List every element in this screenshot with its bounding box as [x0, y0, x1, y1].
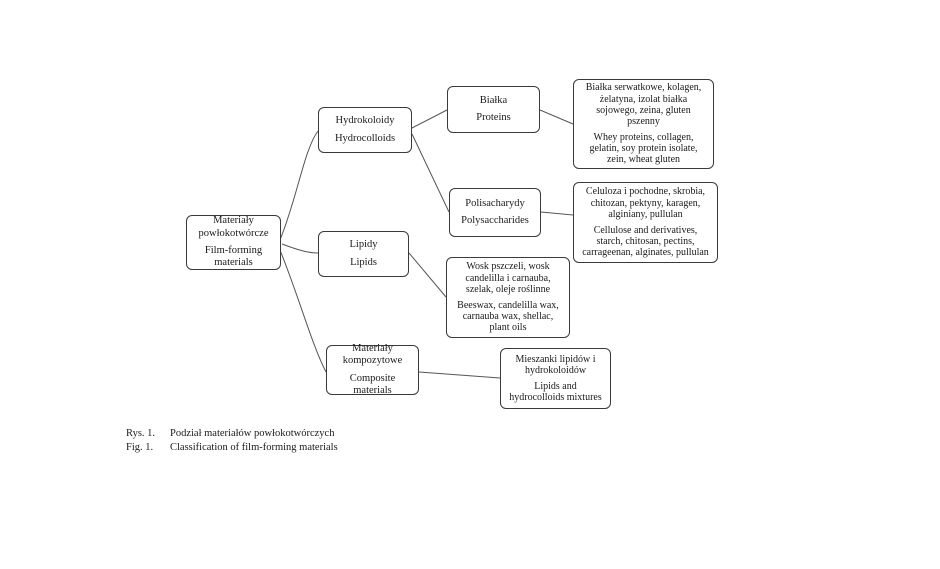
node-label: carrageenan, alginates, pullulan: [582, 247, 709, 259]
node-label: chitozan, pektyny, karagen,: [590, 197, 701, 209]
node-protein-examples: Białka serwatkowe, kolagen, żelatyna, iz…: [573, 79, 714, 169]
caption-text: Classification of film-forming materials: [170, 442, 338, 453]
node-label: materials: [214, 257, 253, 269]
node-label: Polysaccharides: [461, 215, 529, 226]
node-label: Lipidy: [349, 239, 378, 251]
node-label: Celuloza i pochodne, skrobia,: [585, 186, 706, 198]
node-composite-examples: Mieszanki lipidów i hydrokoloidów Lipids…: [500, 348, 611, 409]
figure-caption-en: Fig. 1. Classification of film-forming ma…: [126, 442, 338, 455]
caption-number: Fig. 1.: [126, 442, 154, 453]
node-composite-materials: Materiały kompozytowe Composite material…: [326, 342, 419, 396]
node-polysaccharides: Polisacharydy Polysaccharides: [449, 188, 541, 237]
node-lipids: Lipidy Lipids: [318, 231, 409, 277]
node-label: alginiany, pullulan: [608, 208, 683, 220]
node-label: Hydrokoloidy: [335, 115, 395, 127]
node-label: Lipids: [350, 256, 377, 268]
node-label: Polisacharydy: [465, 197, 525, 209]
node-proteins: Białka Proteins: [447, 86, 540, 133]
node-label: Białka serwatkowe, kolagen,: [585, 82, 702, 94]
caption-text: Podział materiałów powłokotwórczych: [170, 428, 335, 439]
node-label: Whey proteins, collagen,: [593, 132, 694, 144]
node-label: hydrokoloidów: [524, 364, 587, 376]
node-label: powłokotwórcze: [198, 227, 269, 239]
node-polysaccharide-examples: Celuloza i pochodne, skrobia, chitozan, …: [573, 182, 718, 263]
node-label: Hydrocolloids: [334, 132, 396, 144]
node-label: plant oils: [489, 322, 527, 334]
node-label: sojowego, zeina, gluten: [596, 104, 691, 116]
connector-lipids-examples: [408, 252, 447, 298]
node-label: kompozytowe: [342, 355, 403, 367]
node-label: pszenny: [627, 115, 660, 127]
node-label: candelilla i carnauba,: [465, 272, 551, 284]
node-label: szelak, oleje roślinne: [465, 283, 551, 295]
figure-caption-pl: Rys. 1. Podział materiałów powłokotwórczy…: [126, 428, 334, 441]
connector-root-lipids: [281, 243, 319, 254]
connector-polysaccharides-examples: [540, 211, 574, 216]
node-label: carnauba wax, shellac,: [462, 311, 554, 323]
node-hydrocolloids: Hydrokoloidy Hydrocolloids: [318, 107, 412, 153]
node-label: Wosk pszczeli, wosk: [466, 261, 550, 273]
connector-hydrocolloids-proteins: [411, 109, 448, 129]
node-label: starch, chitosan, pectins,: [596, 236, 695, 248]
node-label: Lipids and: [534, 381, 577, 392]
connector-composites-examples: [418, 371, 501, 379]
node-label: Beeswax, candelilla wax,: [457, 300, 559, 311]
connector-root-composites: [279, 249, 327, 373]
node-label: Białka: [479, 94, 508, 106]
node-label: zein, wheat gluten: [606, 154, 681, 166]
connector-hydrocolloids-polysaccharides: [411, 133, 450, 213]
node-label: Materiały: [352, 342, 393, 354]
node-label: żelatyna, izolat białka: [599, 93, 688, 105]
node-label: Composite materials: [349, 372, 396, 396]
node-film-forming-materials: Materiały powłokotwórcze Film-forming ma…: [186, 215, 281, 270]
node-label: Cellulose and derivatives,: [593, 225, 698, 236]
connector-root-hydrocolloids: [279, 130, 319, 241]
connector-proteins-examples: [539, 109, 574, 125]
node-label: Film-forming: [204, 245, 263, 256]
node-label: gelatin, soy protein isolate,: [589, 143, 698, 155]
node-label: Materiały: [213, 215, 254, 227]
caption-number: Rys. 1.: [126, 428, 156, 439]
node-label: Proteins: [476, 112, 511, 123]
node-label: hydrocolloids mixtures: [509, 392, 602, 404]
node-label: Mieszanki lipidów i: [515, 353, 596, 365]
node-lipid-examples: Wosk pszczeli, wosk candelilla i carnaub…: [446, 257, 570, 338]
